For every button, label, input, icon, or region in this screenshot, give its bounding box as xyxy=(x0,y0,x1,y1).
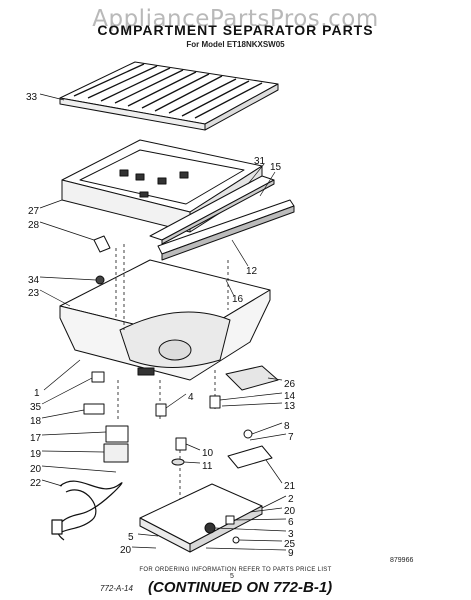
callout-28: 28 xyxy=(28,220,40,231)
page-number: 5 xyxy=(230,573,234,580)
damper-part xyxy=(91,371,105,383)
upper-tray-part xyxy=(61,139,263,233)
callout-35: 35 xyxy=(30,402,42,413)
callout-34: 34 xyxy=(28,275,40,286)
callout-8: 8 xyxy=(284,421,290,432)
base-plate-part xyxy=(139,483,263,553)
reference-code: 772-A-14 xyxy=(100,584,133,593)
callout-20: 20 xyxy=(284,506,296,517)
grommet-part xyxy=(204,522,216,534)
callout-33: 33 xyxy=(26,92,38,103)
callout-7: 7 xyxy=(288,432,294,443)
screw-part xyxy=(95,275,105,285)
callout-20: 20 xyxy=(120,545,132,556)
callout-12: 12 xyxy=(246,266,258,277)
callout-22: 22 xyxy=(30,478,42,489)
shelf-grille-part xyxy=(59,61,279,131)
callout-25: 25 xyxy=(284,539,296,550)
callout-2: 2 xyxy=(288,494,294,505)
bolt-part xyxy=(243,429,253,439)
callout-3: 3 xyxy=(288,529,294,540)
callout-10: 10 xyxy=(202,448,214,459)
screw-small-part xyxy=(232,536,240,544)
shaft-part xyxy=(175,437,187,451)
spacer-part xyxy=(209,395,221,409)
clip-part xyxy=(93,235,111,253)
callout-18: 18 xyxy=(30,416,42,427)
callout-23: 23 xyxy=(28,288,40,299)
callout-20: 20 xyxy=(30,464,42,475)
callout-21: 21 xyxy=(284,481,296,492)
callout-19: 19 xyxy=(30,449,42,460)
callout-13: 13 xyxy=(284,401,296,412)
nut-part xyxy=(225,515,235,525)
continued-note: (CONTINUED ON 772-B-1) xyxy=(148,579,333,596)
callout-31: 31 xyxy=(254,156,266,167)
callout-4: 4 xyxy=(188,392,194,403)
callout-5: 5 xyxy=(128,532,134,543)
insulation-pad-part xyxy=(225,365,279,391)
callout-15: 15 xyxy=(270,162,282,173)
callout-9: 9 xyxy=(288,548,294,559)
callout-11: 11 xyxy=(202,461,213,472)
callout-14: 14 xyxy=(284,391,296,402)
callout-16: 16 xyxy=(232,294,244,305)
knob-part xyxy=(155,403,167,417)
callout-27: 27 xyxy=(28,206,40,217)
wiring-harness-part xyxy=(51,480,123,541)
control-housing-part xyxy=(103,425,129,463)
model-subtitle: For Model ET18NKXSW05 xyxy=(186,40,285,49)
bracket-part xyxy=(83,403,105,415)
part-code: 879966 xyxy=(390,557,414,564)
rail-strip-part xyxy=(149,175,295,261)
callout-26: 26 xyxy=(284,379,296,390)
ordering-note: FOR ORDERING INFORMATION REFER TO PARTS … xyxy=(139,567,332,573)
cover-part xyxy=(227,445,273,469)
washer-part xyxy=(171,458,185,466)
callout-1: 1 xyxy=(34,388,40,399)
separator-body-part xyxy=(59,259,271,381)
callout-17: 17 xyxy=(30,433,42,444)
callout-6: 6 xyxy=(288,517,294,528)
watermark: AppliancePartsPros.com xyxy=(92,6,379,32)
diagram-title: COMPARTMENT SEPARATOR PARTS xyxy=(97,22,374,38)
